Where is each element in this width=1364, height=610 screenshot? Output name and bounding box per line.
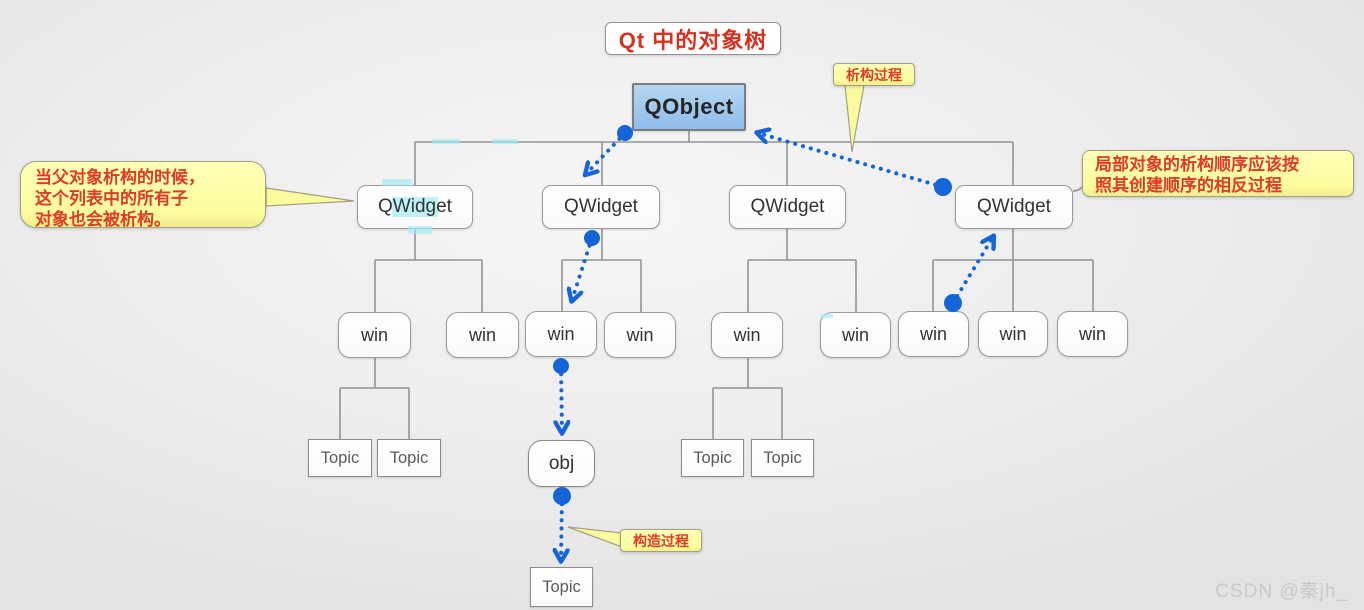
node-topic-5: Topic	[530, 567, 593, 607]
arrow-origin-dot	[617, 125, 633, 141]
node-qwidget-2-label: QWidget	[564, 196, 638, 217]
node-qobject-label: QObject	[644, 94, 734, 119]
node-win-8-label: win	[999, 323, 1027, 344]
node-qobject: QObject	[632, 83, 746, 131]
node-win-3: win	[525, 311, 597, 357]
callout-label: 析构过程	[846, 67, 902, 83]
node-win-7: win	[898, 311, 969, 357]
node-obj: obj	[528, 440, 595, 487]
highlight-artifact	[408, 226, 432, 234]
callout-tail-destructor-process	[844, 84, 865, 153]
node-win-3-label: win	[547, 323, 575, 344]
highlight-artifact	[821, 314, 833, 318]
callout-line: 这个列表中的所有子	[35, 189, 188, 208]
node-win-4: win	[604, 312, 676, 358]
node-topic-1: Topic	[308, 439, 372, 477]
diagram-title-label: Qt 中的对象树	[618, 27, 768, 53]
highlight-artifact	[392, 197, 438, 217]
tree-connector-lines	[339, 131, 1094, 439]
node-win-5: win	[711, 312, 783, 358]
node-topic-3: Topic	[681, 439, 744, 477]
node-qwidget-1: QWidget	[357, 185, 473, 229]
node-win-2: win	[446, 312, 519, 358]
arrow-qwidget2-to-win3	[572, 236, 594, 300]
callout-line: 对象也会被析构。	[35, 210, 171, 229]
callout-parent-destructor: 当父对象析构的时候， 这个列表中的所有子 对象也会被析构。	[20, 161, 266, 229]
node-qwidget-4: QWidget	[955, 185, 1073, 229]
arrow-origin-dot	[553, 487, 571, 505]
callout-label: 构造过程	[633, 533, 689, 549]
arrow-obj-to-topic	[561, 494, 562, 560]
arrow-origin-dot	[944, 294, 962, 312]
callout-line: 局部对象的析构顺序应该按	[1095, 155, 1299, 174]
highlight-artifact	[382, 179, 412, 186]
node-win-8: win	[978, 311, 1048, 357]
node-win-5-label: win	[733, 324, 761, 345]
node-qwidget-1-label: QWidget	[378, 196, 452, 217]
node-win-7-label: win	[919, 323, 947, 344]
node-win-6: win	[820, 312, 891, 358]
highlight-artifact	[432, 139, 460, 144]
diagram-title: Qt 中的对象树	[605, 22, 781, 55]
node-win-2-label: win	[468, 324, 496, 345]
node-topic-1-label: Topic	[320, 448, 360, 467]
node-topic-5-label: Topic	[542, 577, 581, 596]
node-win-9-label: win	[1078, 323, 1106, 344]
node-win-4-label: win	[626, 324, 654, 345]
callout-line: 照其创建顺序的相反过程	[1095, 176, 1282, 195]
highlight-artifact	[492, 139, 518, 144]
arrow-qobject-to-qwidget2	[586, 131, 627, 174]
callout-tail-constructor-process	[567, 526, 623, 548]
callout-line: 当父对象析构的时候，	[35, 168, 205, 187]
node-topic-4: Topic	[751, 439, 814, 477]
arrow-win3-to-obj	[561, 364, 562, 432]
callout-destructor-process: 析构过程	[833, 63, 915, 86]
node-qwidget-4-label: QWidget	[977, 196, 1051, 217]
node-win-1: win	[338, 312, 411, 358]
arrow-origin-dot	[584, 230, 600, 246]
node-topic-2: Topic	[377, 439, 441, 477]
node-win-6-label: win	[841, 324, 869, 345]
csdn-watermark: CSDN @秦jh_	[1215, 581, 1348, 602]
arrow-origin-dot	[553, 358, 569, 374]
arrow-win7-to-qwidget4	[951, 237, 993, 305]
node-topic-4-label: Topic	[763, 448, 802, 467]
node-win-1-label: win	[360, 324, 388, 345]
node-obj-label: obj	[548, 452, 575, 474]
node-topic-2-label: Topic	[389, 448, 429, 467]
node-win-9: win	[1057, 311, 1128, 357]
callout-tail-parent-destructor	[265, 187, 355, 207]
arrow-qwidget4-to-qobject	[758, 133, 945, 189]
arrow-origin-dot	[934, 178, 952, 196]
callout-constructor-process: 构造过程	[620, 529, 702, 552]
node-qwidget-3-label: QWidget	[750, 196, 825, 217]
node-qwidget-2: QWidget	[542, 185, 660, 229]
callout-local-object-order: 局部对象的析构顺序应该按 照其创建顺序的相反过程	[1082, 150, 1354, 197]
node-topic-3-label: Topic	[693, 448, 732, 467]
node-qwidget-3: QWidget	[729, 185, 846, 229]
